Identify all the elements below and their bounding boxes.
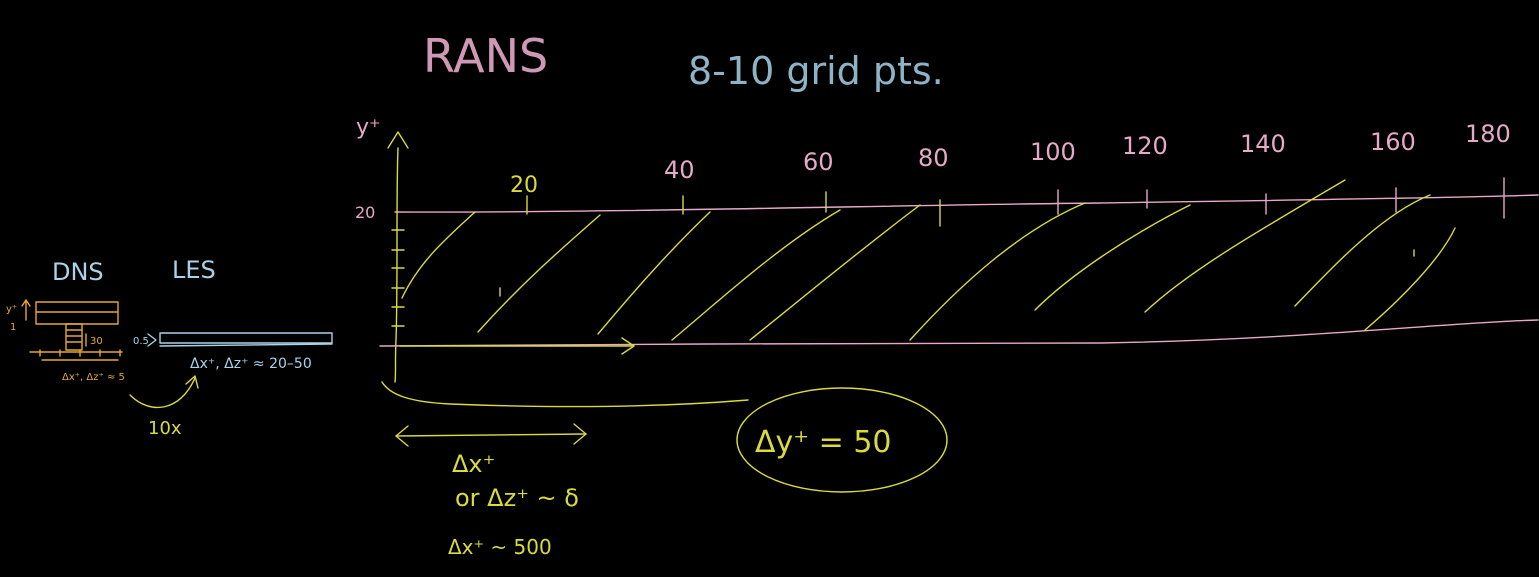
dns-label: DNS [52, 258, 104, 286]
les-scale-label: Δx⁺, Δz⁺ ≈ 20–50 [190, 356, 312, 372]
dx-span-arrow [395, 423, 587, 447]
les-width-label: 0.5 [133, 336, 149, 347]
dns-y-label: y⁺ [6, 304, 17, 315]
tick-label-20: 20 [510, 173, 538, 198]
dns-small-label: 1 [10, 322, 16, 333]
wall-arrow [399, 337, 635, 355]
top-ticks: 20 40 60 80 100 120 140 160 180 [510, 120, 1511, 227]
axis-corner [381, 381, 749, 408]
dy-label: Δy⁺ = 50 [755, 425, 892, 460]
rans-title: RANS [423, 29, 548, 83]
dy-circle [736, 387, 948, 493]
dx-label: Δx⁺ [452, 450, 495, 478]
tick-label-160: 160 [1370, 128, 1416, 156]
y-axis: y⁺ 20 [355, 115, 409, 383]
les-label: LES [172, 256, 216, 284]
tick-label-60: 60 [803, 148, 834, 176]
tick-label-80: 80 [918, 144, 949, 172]
factor-label: 10x [148, 418, 182, 439]
grid-points-note: 8-10 grid pts. [688, 49, 944, 93]
dns-scale-label: Δx⁺, Δz⁺ ≈ 5 [62, 372, 125, 383]
tick-label-40: 40 [664, 156, 695, 184]
les-grid-sketch [147, 332, 333, 347]
tick-label-140: 140 [1240, 130, 1286, 158]
dx-500-label: Δx⁺ ~ 500 [448, 535, 552, 559]
tick-label-180: 180 [1465, 120, 1511, 148]
y-axis-label: y⁺ [356, 115, 381, 140]
factor-arrow [129, 375, 199, 409]
wall-line [379, 319, 1539, 347]
wall-label-20: 20 [355, 203, 375, 222]
top-boundary-line [394, 194, 1539, 213]
hatch-lines [401, 179, 1456, 341]
dns-grid-sketch [21, 299, 123, 361]
dz-label: or Δz⁺ ~ δ [455, 484, 579, 512]
tick-label-100: 100 [1030, 138, 1076, 166]
dns-30-label: 30 [90, 336, 103, 347]
tick-label-120: 120 [1122, 132, 1168, 160]
